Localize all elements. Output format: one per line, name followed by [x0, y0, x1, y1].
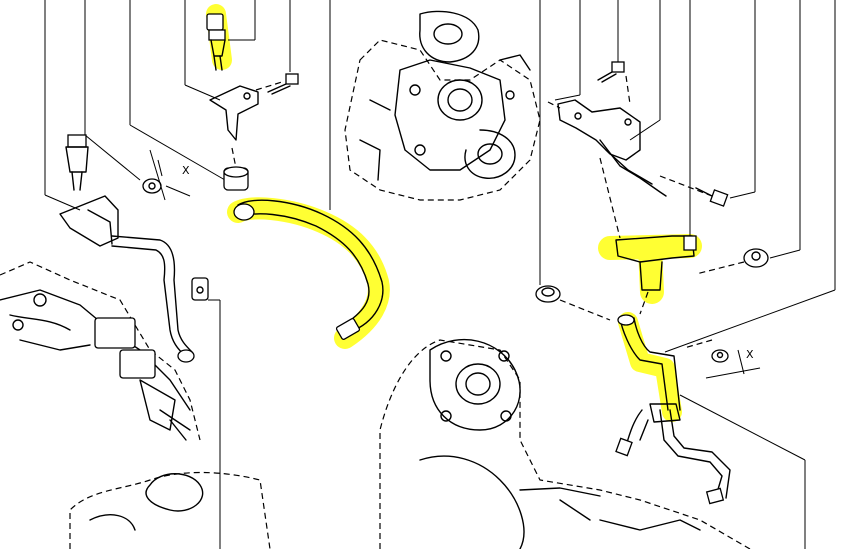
- nut-icon: [142, 178, 162, 194]
- pipe-bracket-left: [59, 195, 195, 363]
- temperature-sensor-right: [615, 235, 697, 291]
- nut-icon: [711, 349, 729, 363]
- sensor-bracket-top: [209, 85, 259, 141]
- clip-icon: [223, 166, 249, 191]
- highlight-right-sensor: [598, 234, 702, 304]
- bolt-icon: [191, 277, 209, 301]
- bolt-icon: [267, 73, 299, 95]
- highlight-left-pipe: [227, 197, 390, 349]
- pipe-left: [233, 199, 384, 340]
- dimension-label-right: X: [746, 348, 754, 361]
- temperature-sensor-left: [65, 134, 89, 191]
- highlight-right-hose: [618, 312, 682, 422]
- dimension-marker-left: X: [149, 149, 191, 201]
- exhaust-part-bottom-left: [69, 471, 271, 549]
- leader-lines: [44, 0, 836, 549]
- temperature-sensor-top: [206, 13, 226, 71]
- dimension-marker-right: X: [705, 348, 761, 379]
- engine-block-left: [0, 261, 201, 441]
- turbocharger-housing: [344, 10, 541, 201]
- bolt-icon: [597, 61, 625, 83]
- sensor-bracket-right: [557, 99, 667, 197]
- coolant-hose-right: [617, 314, 681, 411]
- pipe-right: [615, 403, 731, 505]
- nut-icon: [743, 248, 769, 268]
- bolt-icon: [695, 187, 729, 207]
- dimension-label-left: X: [182, 164, 190, 177]
- exhaust-manifold-bottom-right: [379, 338, 751, 549]
- clip-icon: [535, 285, 561, 303]
